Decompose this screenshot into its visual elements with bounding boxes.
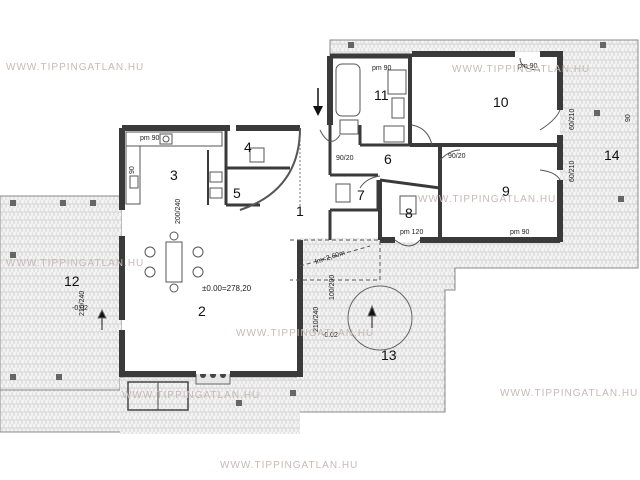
room-number-8: 8 — [405, 205, 413, 221]
terrace-bottom — [120, 347, 300, 434]
door-label-d: 200/240 — [175, 199, 182, 224]
stair-ramp — [290, 239, 381, 281]
watermark-top-right: WWW.TIPPINGATLAN.HU — [452, 64, 591, 75]
room-number-9: 9 — [502, 183, 510, 199]
room-number-2: 2 — [198, 303, 206, 319]
door-label-b: 90/20 — [448, 153, 466, 160]
watermark-mid-right: WWW.TIPPINGATLAN.HU — [418, 194, 557, 205]
door-swings — [239, 57, 561, 247]
watermark-top-left: WWW.TIPPINGATLAN.HU — [6, 62, 145, 73]
pm-label-a: pm 90 — [140, 135, 160, 142]
pm-label-c: pm 90 — [518, 63, 538, 70]
watermark-mid-left: WWW.TIPPINGATLAN.HU — [6, 258, 145, 269]
terrace-left — [0, 195, 123, 391]
room-number-13: 13 — [381, 347, 397, 363]
level-label: ±0.00=278,20 — [202, 284, 252, 293]
annotations: ±0.00=278,20 -0.02 -0.02 lm=2,60m pm 90 … — [72, 63, 632, 339]
pm-label-d: pm 90 — [510, 229, 530, 236]
watermark-center: WWW.TIPPINGATLAN.HU — [236, 328, 375, 339]
door-label-e: 210/240 — [313, 307, 320, 332]
room-number-4: 4 — [244, 139, 252, 155]
room-number-1: 1 — [296, 203, 304, 219]
room-number-10: 10 — [493, 94, 509, 110]
north-arrow-icon — [97, 285, 413, 351]
entry-arrow-icon — [313, 88, 323, 116]
room-number-12: 12 — [64, 273, 80, 289]
walls — [119, 51, 563, 377]
door-label-a: 90/20 — [336, 155, 354, 162]
room-numbers: 1 2 3 4 5 6 7 8 9 10 11 12 13 14 — [64, 87, 620, 363]
door-label-f: 100/200 — [329, 275, 336, 300]
bathroom-fixtures — [249, 63, 417, 215]
room-number-14: 14 — [604, 147, 620, 163]
room-number-7: 7 — [357, 187, 365, 203]
pm-label-e: pm 120 — [400, 229, 423, 236]
watermark-lower-left: WWW.TIPPINGATLAN.HU — [122, 390, 261, 401]
door-label-h: 60/210 — [569, 160, 576, 182]
window-label-b: 90 — [129, 166, 136, 174]
watermark-bottom: WWW.TIPPINGATLAN.HU — [220, 460, 359, 471]
room-number-11: 11 — [374, 87, 389, 103]
terrace-level-left: -0.02 — [72, 305, 88, 312]
pm-label-b: pm 90 — [372, 65, 392, 72]
terrace-markers — [10, 42, 624, 406]
kitchen-counter — [125, 131, 223, 205]
dining-table — [144, 231, 204, 293]
terrace-level-right: -0.02 — [322, 332, 338, 339]
watermark-lower-right: WWW.TIPPINGATLAN.HU — [500, 388, 639, 399]
door-label-c: 210/240 — [79, 291, 86, 316]
window-label-a: 90 — [625, 114, 632, 122]
room-number-5: 5 — [233, 185, 241, 201]
interior — [122, 52, 560, 374]
room-number-3: 3 — [170, 167, 178, 183]
door-label-g: 60/210 — [569, 108, 576, 130]
room-number-6: 6 — [384, 151, 392, 167]
